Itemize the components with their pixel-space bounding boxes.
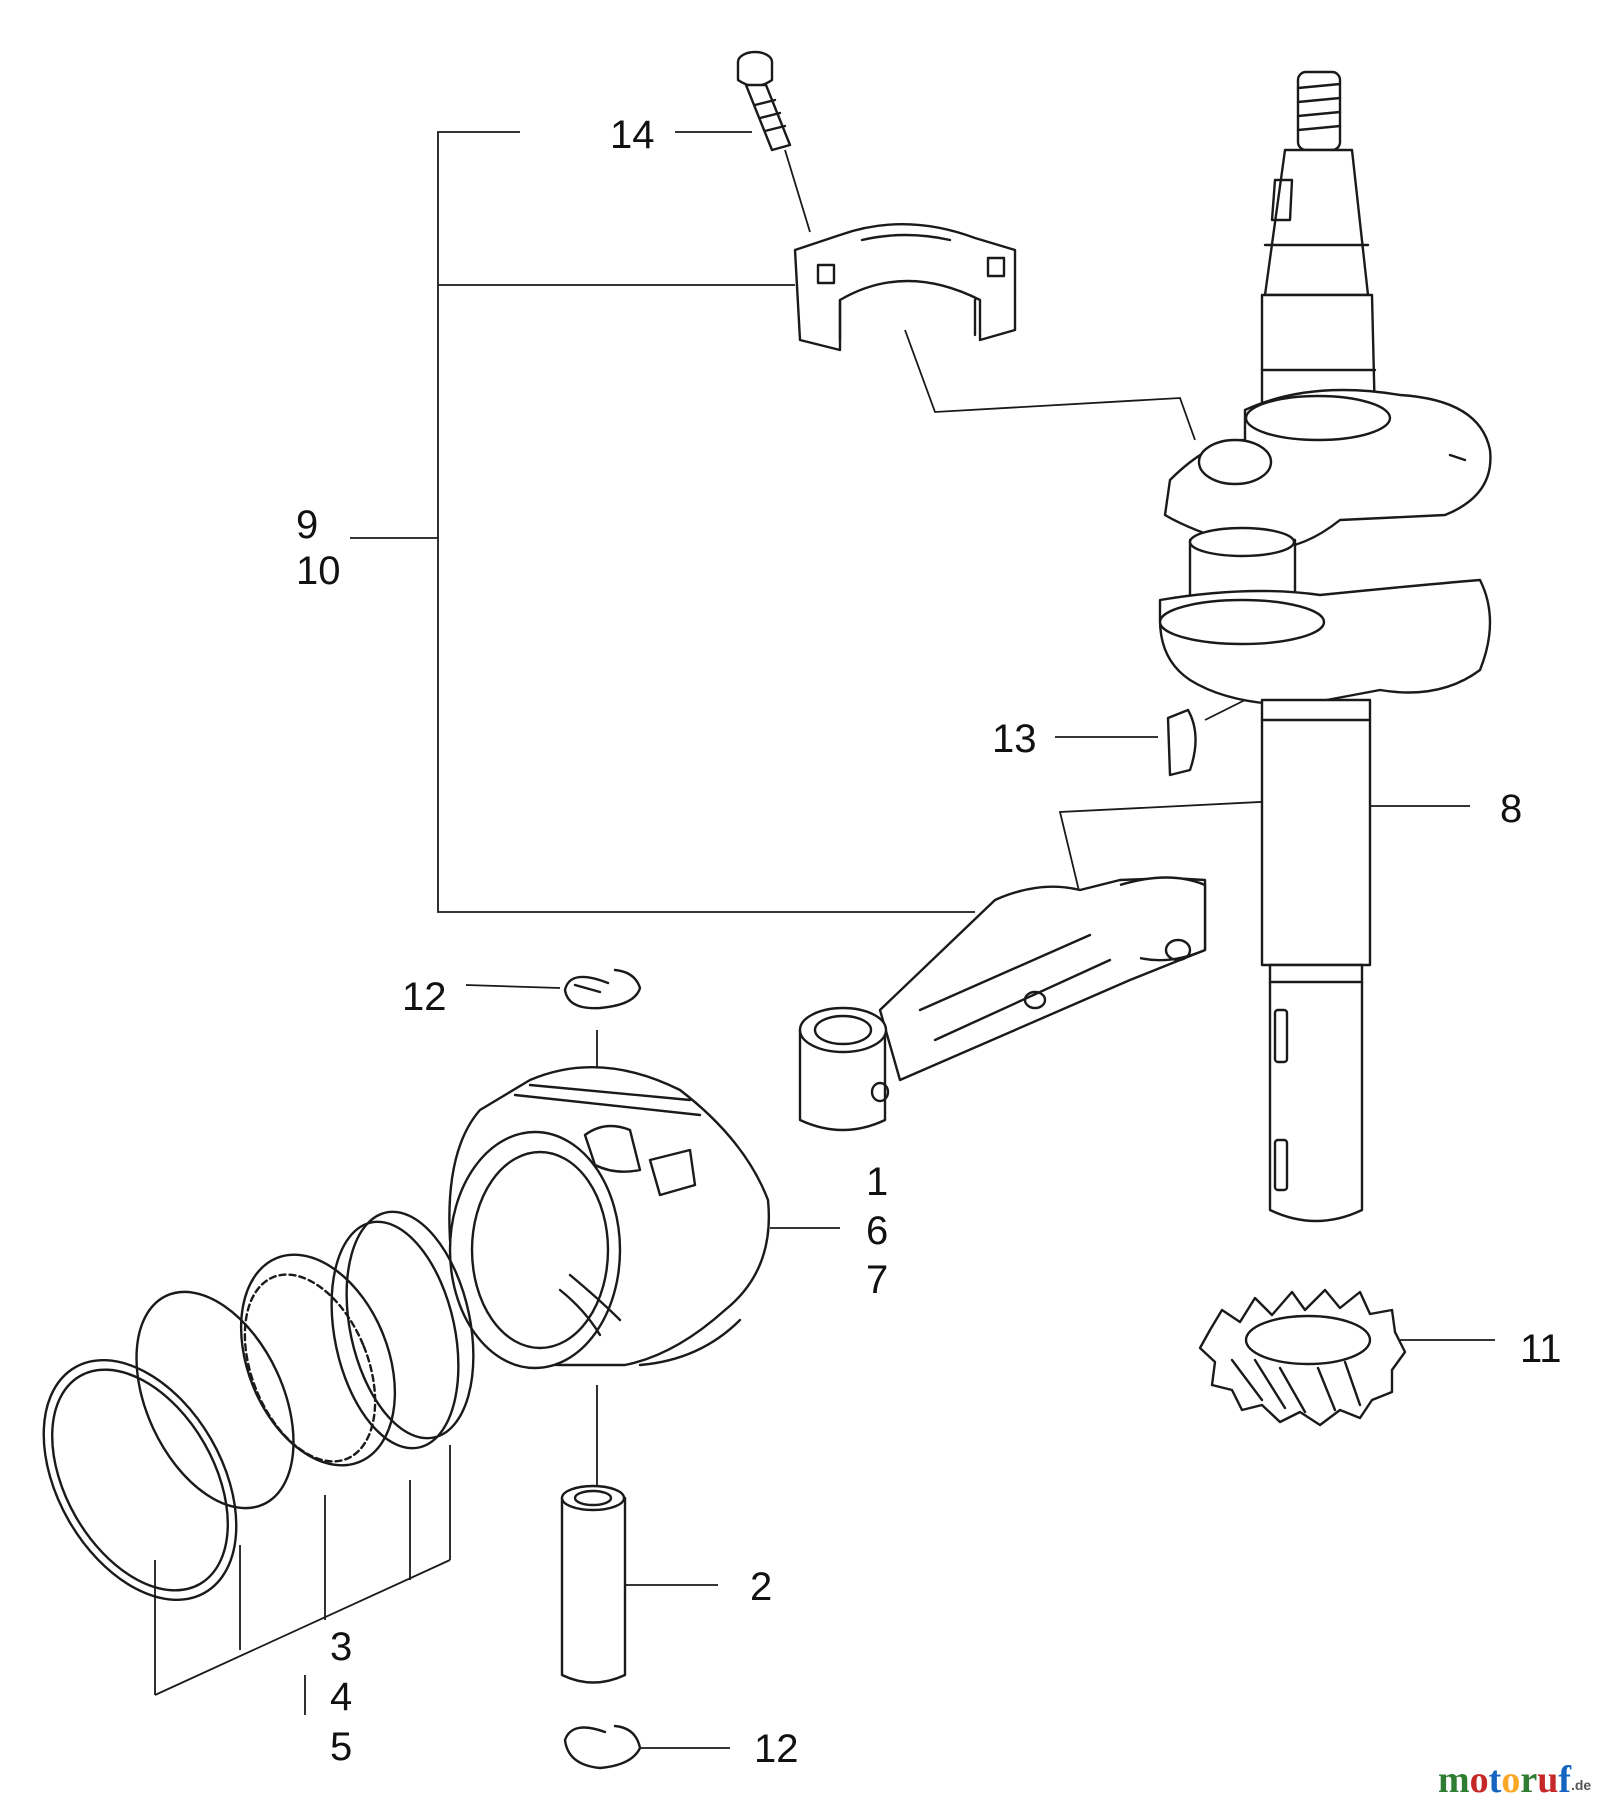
callout-10: 10 <box>296 549 341 593</box>
leader-key <box>1204 699 1246 721</box>
leader-lines <box>154 131 1495 1749</box>
woodruff-key <box>1166 708 1197 777</box>
watermark-letter: u <box>1537 1759 1558 1800</box>
piston-pin-clip-bottom <box>563 1724 642 1770</box>
callout-2: 2 <box>750 1565 772 1609</box>
watermark-letter: f <box>1558 1759 1572 1800</box>
callout-6: 6 <box>866 1209 888 1253</box>
callout-8: 8 <box>1500 787 1522 831</box>
leader-cap-crank <box>904 329 1196 441</box>
watermark-suffix: .de <box>1571 1777 1591 1793</box>
callout-12-bottom: 12 <box>754 1727 799 1771</box>
callout-7: 7 <box>866 1258 888 1302</box>
callout-1: 1 <box>866 1160 888 1204</box>
callout-13: 13 <box>992 717 1037 761</box>
watermark-main: motoruf <box>1438 1759 1572 1800</box>
watermark-letter: t <box>1489 1759 1502 1800</box>
piston-rings <box>42 1210 475 1602</box>
callout-12-top: 12 <box>402 975 447 1019</box>
crankshaft-gear <box>1198 1288 1407 1427</box>
leader-bolt <box>784 149 811 233</box>
piston-pin-clip-top <box>563 968 642 1010</box>
leader-ring-join <box>154 1559 451 1696</box>
callout-14: 14 <box>610 113 655 157</box>
callout-3: 3 <box>330 1625 352 1669</box>
watermark-logo: motoruf.de <box>1438 1759 1591 1800</box>
callout-labels: 14 9 10 13 8 12 1 6 7 11 2 3 4 5 12 <box>296 113 1562 1771</box>
bracket-9-10 <box>437 131 975 913</box>
watermark-text: motoruf.de <box>1438 1759 1591 1800</box>
watermark-letter: o <box>1470 1759 1489 1800</box>
callout-4: 4 <box>330 1675 352 1719</box>
connecting-rod <box>798 876 1207 1132</box>
watermark-letter: m <box>1438 1759 1470 1800</box>
callout-9: 9 <box>296 503 318 547</box>
leader-12-top <box>465 984 561 989</box>
crankshaft <box>1158 70 1492 1223</box>
watermark-letter: r <box>1520 1759 1537 1800</box>
watermark-letter: o <box>1501 1759 1520 1800</box>
connecting-rod-cap <box>793 223 1017 352</box>
piston <box>448 1066 770 1370</box>
piston-pin <box>560 1484 627 1684</box>
callout-5: 5 <box>330 1725 352 1769</box>
connecting-rod-bolt <box>736 50 792 152</box>
callout-11: 11 <box>1520 1327 1562 1371</box>
